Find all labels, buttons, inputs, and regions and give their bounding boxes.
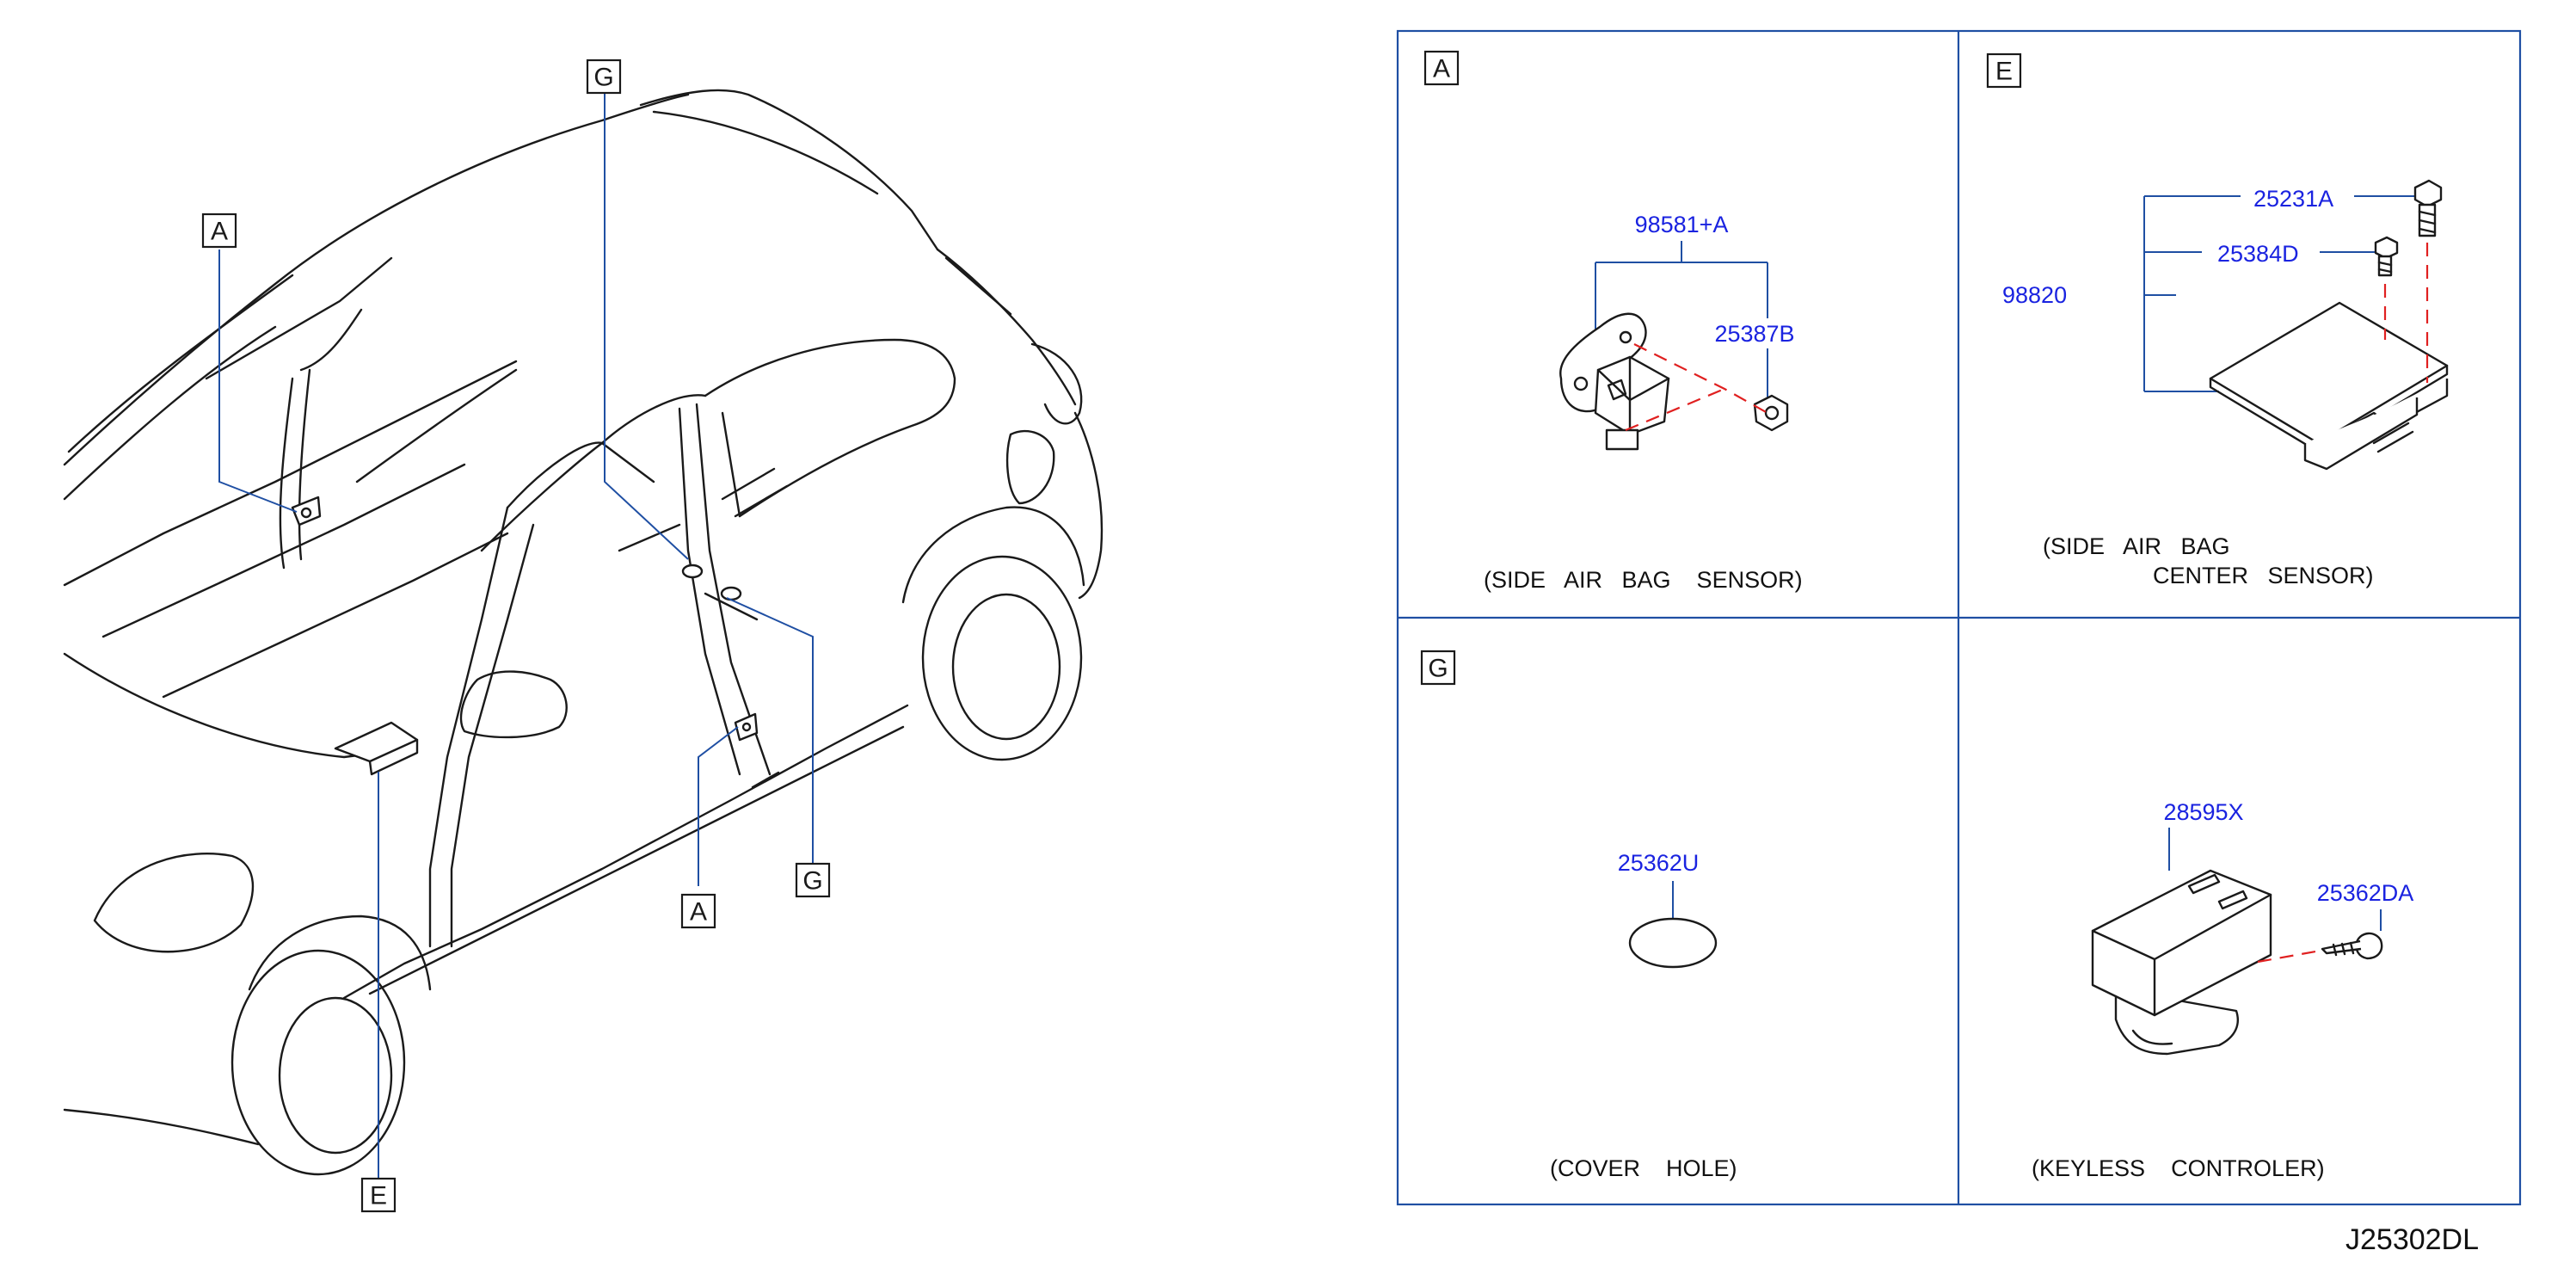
callout-A-left-label: A <box>211 218 228 246</box>
part-number-25231A[interactable]: 25231A <box>2253 186 2333 212</box>
keyless-controller-icon <box>2091 869 2272 1056</box>
vehicle-leader-lines <box>218 94 814 1179</box>
part-number-98581-A[interactable]: 98581+A <box>1635 212 1729 237</box>
callout-E-bottom-label: E <box>370 1182 387 1210</box>
nut-icon <box>1753 394 1789 432</box>
callout-G-upper-label: G <box>593 64 613 92</box>
part-number-28595X[interactable]: 28595X <box>2163 799 2243 825</box>
callout-A-left[interactable]: A <box>201 212 237 249</box>
panel-G-tag: G <box>1428 655 1448 683</box>
screw-icon <box>2374 236 2399 277</box>
panel-A-tag: A <box>1433 55 1450 83</box>
side-air-bag-sensor-icon <box>1559 312 1670 451</box>
panel-side-air-bag-sensor: A 98581+A 25387B (SIDE AIR BAG SENSOR) <box>1423 50 1803 593</box>
center-sensor-unit-icon <box>2209 301 2449 471</box>
part-number-25387B[interactable]: 25387B <box>1714 321 1794 347</box>
panel-cover-hole: G 25362U (COVER HOLE) <box>1420 650 1737 1181</box>
panel-G-caption: (COVER HOLE) <box>1550 1155 1737 1181</box>
drawing-code: J25302DL <box>2345 1223 2479 1256</box>
panel-E-caption-line2: CENTER SENSOR) <box>2153 563 2374 588</box>
part-number-98820[interactable]: 98820 <box>2002 282 2067 308</box>
panel-keyless-controller: 28595X 25362DA (KEYLESS CONTROLER) <box>2032 799 2413 1181</box>
cover-hole-icon <box>1628 917 1718 969</box>
vehicle-illustration <box>63 89 1104 1176</box>
callout-E-bottom[interactable]: E <box>360 1177 397 1213</box>
bolt-icon <box>2413 179 2443 237</box>
detail-panel-grid <box>1396 29 2522 1206</box>
callout-A-door-label: A <box>690 898 707 927</box>
panel-A-caption: (SIDE AIR BAG SENSOR) <box>1484 567 1803 593</box>
callout-G-upper[interactable]: G <box>586 59 622 95</box>
panel-E-caption-line1: (SIDE AIR BAG <box>2043 533 2230 559</box>
clip-screw-icon <box>2321 932 2383 960</box>
callout-G-lower-label: G <box>802 867 822 896</box>
panel-K-caption: (KEYLESS CONTROLER) <box>2032 1155 2325 1181</box>
panel-side-air-bag-center-sensor: E 25231A 25384D 98820 (SIDE AIR BAG CENT… <box>1986 52 2449 588</box>
callout-A-door[interactable]: A <box>680 893 716 929</box>
callout-G-lower[interactable]: G <box>795 862 831 898</box>
part-number-25362DA[interactable]: 25362DA <box>2317 880 2414 906</box>
panel-E-tag: E <box>1995 58 2013 86</box>
part-number-25384D[interactable]: 25384D <box>2217 241 2299 267</box>
part-number-25362U[interactable]: 25362U <box>1618 850 1700 876</box>
